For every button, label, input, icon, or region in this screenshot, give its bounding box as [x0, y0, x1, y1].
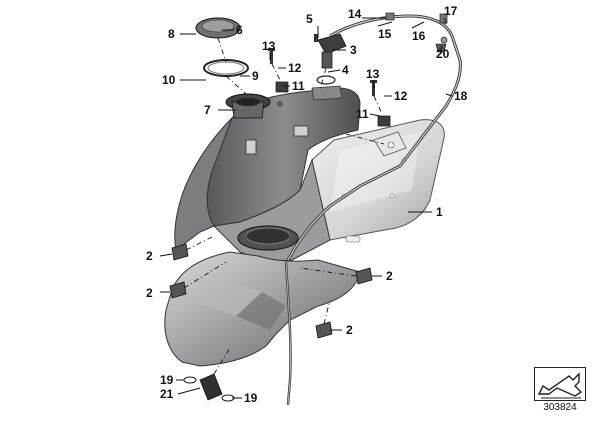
callout-8: 8 — [168, 27, 175, 41]
callout-17: 17 — [444, 4, 458, 18]
callout-19: 19 — [244, 391, 258, 405]
reference-number: 303824 — [543, 402, 577, 413]
callout-9: 9 — [252, 69, 259, 83]
drain-parts — [183, 43, 447, 402]
callout-1: 1 — [436, 205, 443, 219]
callout-10: 10 — [162, 73, 176, 87]
callout-19: 19 — [160, 373, 174, 387]
rubber-buffers — [169, 243, 373, 339]
callout-2: 2 — [346, 323, 353, 337]
callout-labels: 1 2 2 2 2 3 4 5 6 7 8 9 10 11 11 12 12 1… — [146, 4, 468, 405]
leader-lines — [159, 17, 453, 399]
reference-box — [534, 367, 586, 401]
reference-arrow-icon — [537, 372, 583, 399]
callout-20: 20 — [436, 47, 450, 61]
callout-11: 11 — [292, 79, 305, 93]
callout-3: 3 — [350, 43, 357, 57]
callout-14: 14 — [348, 7, 362, 21]
callout-4: 4 — [342, 63, 349, 77]
callout-5: 5 — [306, 12, 313, 26]
callout-18: 18 — [454, 89, 468, 103]
callout-16: 16 — [412, 29, 426, 43]
callout-2: 2 — [146, 286, 153, 300]
callout-11: 11 — [356, 107, 369, 121]
filler-cap-assembly — [195, 17, 283, 119]
fuel-tank — [164, 87, 445, 367]
callout-12: 12 — [288, 61, 302, 75]
fuel-pump-unit — [311, 33, 347, 101]
callout-6: 6 — [236, 23, 243, 37]
callout-21: 21 — [160, 387, 174, 401]
callout-15: 15 — [378, 27, 392, 41]
callout-2: 2 — [146, 249, 153, 263]
callout-7: 7 — [204, 103, 211, 117]
callout-12: 12 — [394, 89, 408, 103]
callout-13: 13 — [366, 67, 380, 81]
callout-2: 2 — [386, 269, 393, 283]
callout-13: 13 — [262, 39, 276, 53]
fasteners — [268, 48, 391, 127]
assembly-lines — [183, 37, 385, 375]
